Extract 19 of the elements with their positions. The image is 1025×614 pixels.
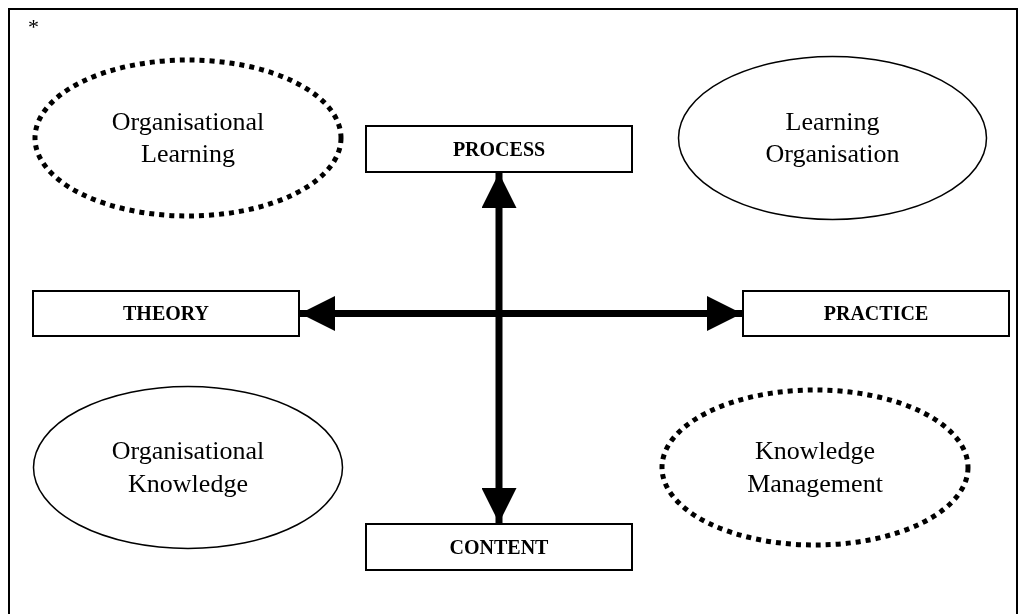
node-text: PROCESS [452, 137, 546, 161]
ellipse [677, 55, 988, 221]
node-text: CONTENT [449, 535, 549, 559]
node-text: Learning Organisation [764, 105, 901, 170]
label-box [742, 290, 1010, 337]
node-text: THEORY [123, 302, 209, 325]
label-box [365, 125, 633, 173]
ellipse [32, 385, 344, 550]
label-box [365, 523, 633, 571]
node-text: Knowledge Management [746, 435, 884, 500]
double-arrow [481, 173, 517, 523]
node-text: Organisational Learning [110, 105, 266, 170]
dotted-ellipse [657, 385, 973, 550]
node-text: Organisational Knowledge [110, 435, 266, 500]
double-arrow [300, 296, 742, 331]
node-text: PRACTICE [823, 302, 929, 325]
asterisk-note: * [28, 14, 39, 40]
label-box [32, 290, 300, 337]
dotted-ellipse [30, 55, 346, 221]
